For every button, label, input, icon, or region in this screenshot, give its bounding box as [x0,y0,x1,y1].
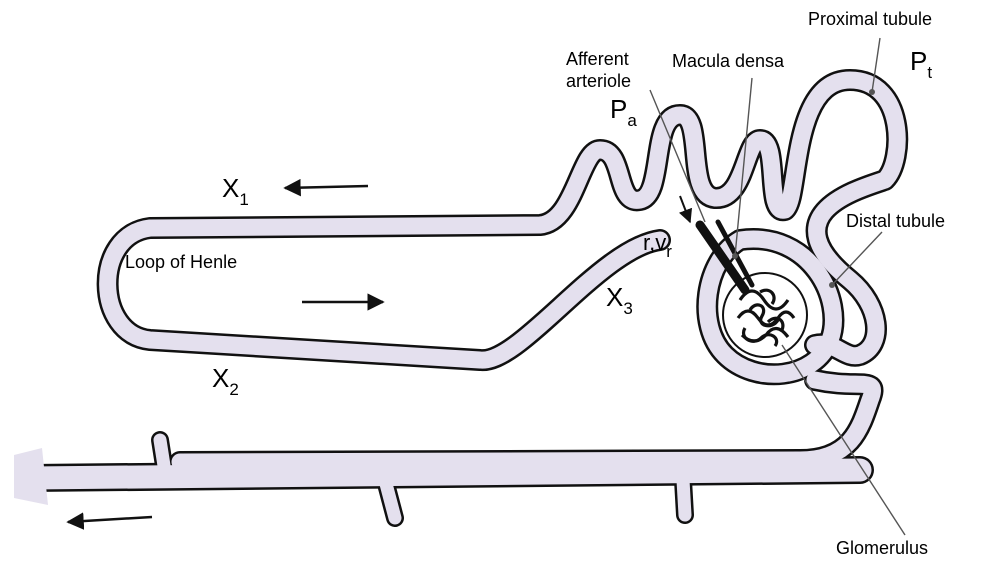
x3-sub: 3 [623,299,632,318]
x1-sub: 1 [239,190,248,209]
pt-sub: t [927,63,932,82]
x2-base: X [212,363,229,393]
x2-variable: X2 [212,363,239,399]
pa-sub: a [627,111,637,130]
rv-sub: r [666,242,672,261]
x1-base: X [222,173,239,203]
pt-variable: Pt [910,46,932,82]
x3-base: X [606,282,623,312]
pa-variable: Pa [610,94,637,130]
x2-sub: 2 [229,380,238,399]
collecting-duct-opening [14,448,48,505]
flow-arrow-afferent [680,196,690,222]
flow-arrow-ascending [285,186,368,188]
pt-base: P [910,46,927,76]
rv-base: r,v [643,230,666,255]
pa-base: P [610,94,627,124]
loop-of-henle-label: Loop of Henle [125,252,237,272]
proximal-tubule-label: Proximal tubule [808,9,932,29]
afferent-arteriole-label-line2: arteriole [566,71,631,91]
x3-variable: X3 [606,282,633,318]
macula-densa-label: Macula densa [672,51,785,71]
distal-tubule-label: Distal tubule [846,211,945,231]
x1-variable: X1 [222,173,249,209]
afferent-arteriole-label-line1: Afferent [566,49,629,69]
flow-arrow-collecting-duct [68,517,152,522]
glomerulus-label: Glomerulus [836,538,928,558]
